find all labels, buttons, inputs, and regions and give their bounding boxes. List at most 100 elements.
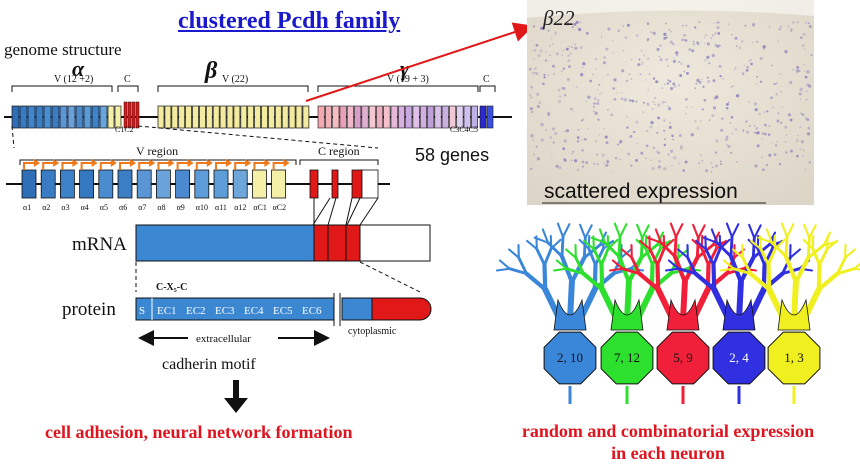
- neuron-isoform-label: 5, 9: [673, 350, 693, 365]
- genome-exon: [254, 105, 261, 129]
- genome-exon: [164, 105, 172, 129]
- promoter-arrowhead: [130, 159, 136, 167]
- mrna-bar: [135, 224, 431, 262]
- genome-exon: [324, 105, 332, 129]
- alpha-symbol: α: [72, 56, 85, 81]
- genome-exon: [35, 105, 44, 129]
- promoter-arrowhead: [264, 159, 271, 167]
- cytoplasmic-label: cytoplasmic: [348, 326, 397, 337]
- neuron-soma: 5, 9: [656, 298, 710, 404]
- genome-exon: [302, 105, 310, 129]
- outcome-cell-adhesion: cell adhesion, neural network formation: [45, 422, 353, 442]
- outcome-line-2: in each neuron: [611, 443, 725, 463]
- promoter-arrowhead: [53, 159, 60, 167]
- alpha-c-sublabel: C1C2: [115, 125, 134, 134]
- variable-exon: [136, 169, 152, 199]
- genome-exon: [233, 105, 241, 129]
- genome-exon: [219, 105, 227, 129]
- promoter-arrowhead: [283, 159, 290, 167]
- promoter-arrowhead: [206, 159, 213, 167]
- genome-exon: [59, 105, 68, 129]
- domain-label: EC2: [186, 305, 206, 317]
- promoter-arrowhead: [226, 159, 232, 167]
- promoter-arrow: [234, 162, 247, 170]
- genome-exon: [205, 105, 213, 129]
- genome-exon: [67, 105, 76, 129]
- neuron-isoform-label: 2, 10: [557, 350, 583, 365]
- alpha-c-label: C: [124, 74, 131, 85]
- genome-exon: [354, 105, 362, 129]
- domain-label: EC4: [244, 305, 264, 317]
- genome-exon: [274, 105, 282, 129]
- genome-exon: [427, 105, 435, 129]
- genome-exon: [449, 105, 457, 129]
- neuron-isoform-label: 7, 12: [614, 350, 640, 365]
- promoter-arrowhead: [72, 159, 79, 167]
- down-arrow-icon: [224, 380, 248, 413]
- genome-exon: [317, 105, 325, 129]
- beta22-label: β22: [543, 6, 575, 30]
- promoter-arrowhead: [245, 159, 252, 167]
- constant-exon: [331, 169, 339, 199]
- genome-exon: [19, 105, 28, 129]
- genome-exon: [281, 105, 289, 129]
- exon-label: α6: [119, 203, 127, 212]
- genome-exon: [51, 105, 60, 129]
- variable-exon: [271, 169, 287, 199]
- outcome-line-1: random and combinatorial expression: [521, 421, 815, 441]
- genome-c-exon: [123, 101, 128, 129]
- genome-exon: [332, 105, 340, 129]
- outcome-combinatorial-expression: random and combinatorial expression in e…: [476, 420, 860, 464]
- beta-cluster-exons: [157, 105, 310, 129]
- promoter-arrow: [215, 162, 227, 170]
- genome-c-exon: [135, 101, 140, 129]
- genome-exon: [419, 105, 427, 129]
- promoter-arrow: [272, 162, 285, 170]
- genome-c-exon: [479, 105, 487, 129]
- genome-exon: [91, 105, 100, 129]
- promoter-arrow: [138, 162, 151, 170]
- neuron-isoform-label: 1, 3: [784, 350, 804, 365]
- domain-label: S: [139, 305, 145, 317]
- genome-exon: [83, 105, 92, 129]
- promoter-arrows: [23, 159, 290, 170]
- exon-label: α9: [177, 203, 185, 212]
- genome-exon: [397, 105, 405, 129]
- beta-to-micrograph-arrow: [305, 22, 534, 102]
- in-situ-micrograph: [527, 0, 814, 205]
- genome-exon: [346, 105, 354, 129]
- promoter-arrowhead: [187, 159, 194, 167]
- variable-exon: [175, 169, 191, 199]
- genome-row: α β γ V (12 +2) C V (22) V (19 + 3) C C1…: [4, 56, 512, 134]
- exon-label: α1: [23, 203, 31, 212]
- exon-label: αC2: [273, 203, 287, 212]
- exon-label: α5: [100, 203, 108, 212]
- genome-c-exon: [486, 105, 494, 129]
- genome-exon: [192, 105, 199, 129]
- promoter-arrow: [253, 162, 266, 170]
- neuron-soma: 2, 10: [543, 298, 597, 404]
- alpha-detail-exons: [21, 169, 379, 199]
- genome-exon: [107, 105, 115, 129]
- genome-structure-label: genome structure: [4, 40, 122, 59]
- gamma-cluster-exons: [317, 105, 494, 129]
- mrna-label: mRNA: [72, 234, 127, 255]
- variable-exon: [232, 169, 248, 199]
- genome-exon: [75, 105, 84, 129]
- c-region-label: C region: [318, 144, 360, 158]
- neuron-illustration: 2, 10 7, 12 5, 9 2, 4 1, 3: [495, 222, 860, 404]
- neuron-isoform-label: 2, 4: [729, 350, 749, 365]
- v-region-label: V region: [136, 144, 178, 158]
- genome-exon: [27, 105, 36, 129]
- genome-exon: [212, 105, 220, 129]
- genome-exon: [441, 105, 449, 129]
- promoter-arrow: [157, 162, 170, 170]
- domain-label: EC5: [273, 305, 293, 317]
- constant-exon: [351, 169, 363, 199]
- exon-label: α8: [157, 203, 165, 212]
- promoter-arrow: [99, 162, 112, 170]
- beta-symbol: β: [204, 58, 218, 84]
- genome-exon: [463, 105, 471, 129]
